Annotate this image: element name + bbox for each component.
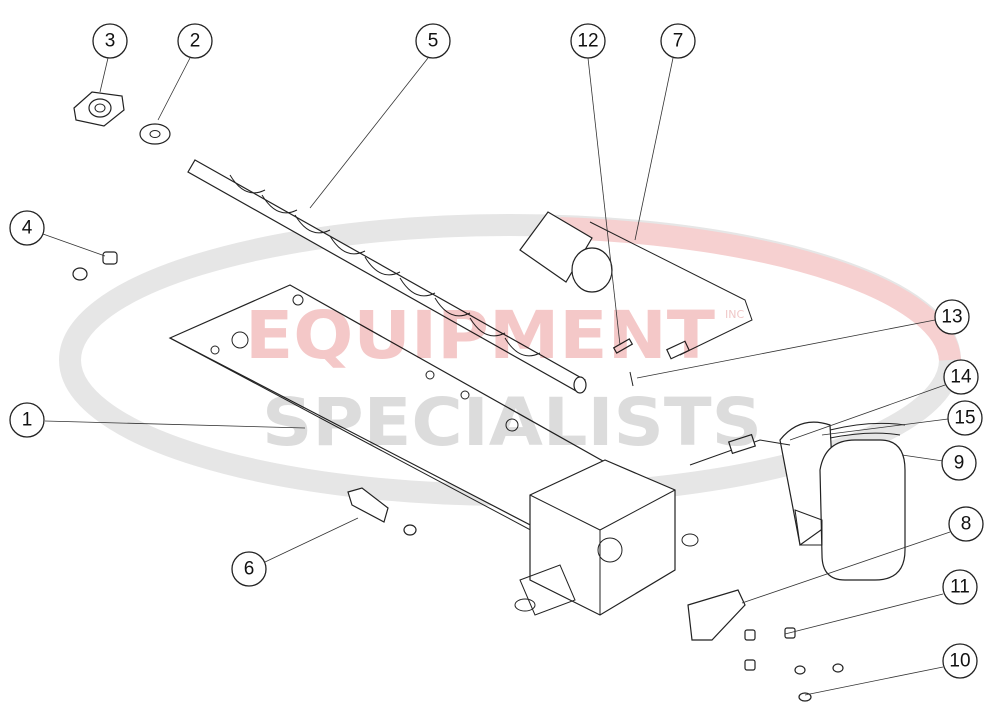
part-bracket (347, 487, 417, 536)
callout-label: 14 (950, 367, 972, 388)
callout-14[interactable]: 14 (943, 359, 979, 395)
callout-label: 13 (941, 307, 962, 328)
part-washer (139, 123, 171, 145)
part-gearbox-housing (514, 459, 699, 616)
part-motor-cover (779, 421, 906, 581)
watermark-inc: INC (725, 308, 744, 321)
part-bearing-flange (73, 91, 125, 127)
callout-3[interactable]: 3 (92, 23, 128, 59)
callout-label: 4 (22, 218, 33, 239)
part-bolt-nut (72, 251, 118, 281)
callout-4[interactable]: 4 (9, 210, 45, 246)
callout-label: 1 (22, 410, 33, 431)
part-cotter-pin (629, 371, 634, 387)
callout-11[interactable]: 11 (942, 569, 978, 605)
callout-15[interactable]: 15 (947, 400, 983, 436)
callout-5[interactable]: 5 (415, 23, 451, 59)
callout-label: 5 (428, 31, 439, 52)
callout-label: 10 (949, 651, 970, 672)
callout-8[interactable]: 8 (948, 506, 984, 542)
callout-6[interactable]: 6 (231, 551, 267, 587)
callout-label: 6 (244, 559, 255, 580)
callout-label: 7 (673, 31, 684, 52)
part-auger (187, 159, 587, 394)
callout-label: 12 (577, 31, 598, 52)
callout-13[interactable]: 13 (934, 299, 970, 335)
callout-2[interactable]: 2 (177, 23, 213, 59)
callout-label: 15 (954, 408, 975, 429)
callout-7[interactable]: 7 (660, 23, 696, 59)
callout-label: 9 (954, 453, 965, 474)
callout-label: 2 (190, 31, 201, 52)
callout-9[interactable]: 9 (941, 445, 977, 481)
callout-1[interactable]: 1 (9, 402, 45, 438)
part-motor (519, 211, 753, 360)
leader-lines (42, 57, 951, 696)
callout-label: 8 (961, 514, 972, 535)
callout-10[interactable]: 10 (942, 643, 978, 679)
callout-label: 3 (105, 31, 116, 52)
part-wire-harness (689, 422, 906, 466)
callout-label: 11 (950, 577, 970, 598)
part-plate (687, 589, 746, 641)
part-fasteners (744, 627, 844, 702)
callout-12[interactable]: 12 (570, 23, 606, 59)
part-pin (612, 338, 634, 354)
